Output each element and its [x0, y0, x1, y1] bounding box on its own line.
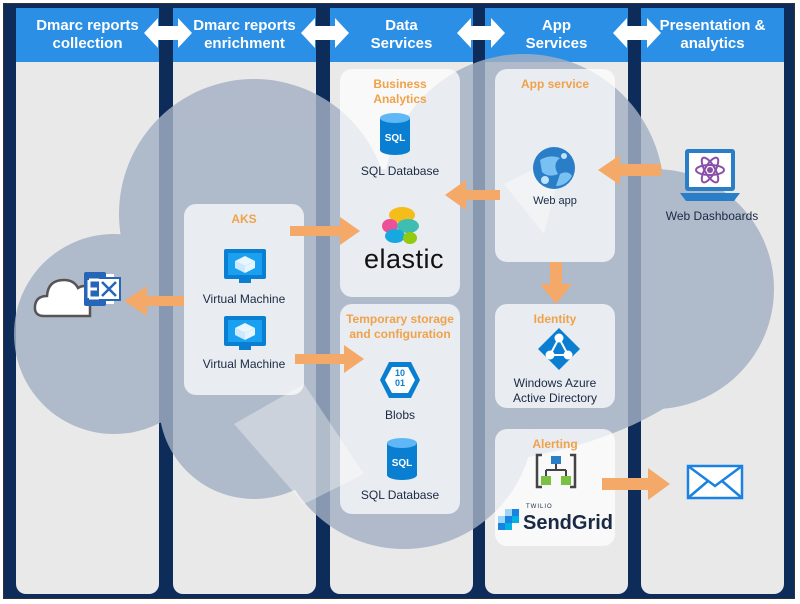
arrow-aks-to-elastic [290, 217, 360, 245]
card-title-app-service: App service [520, 77, 590, 91]
connector-arrow [301, 18, 349, 48]
column-title: Presentation & analytics [659, 17, 766, 52]
elastic-logo-icon [382, 207, 419, 244]
column-header-app-services: App Services [485, 8, 628, 62]
sql-badge: SQL [385, 133, 406, 144]
sql-database-icon: SQL [387, 438, 417, 480]
vm-label: Virtual Machine [202, 357, 286, 371]
twilio-wordmark: TWILIO [526, 504, 553, 510]
connector-arrow [613, 18, 661, 48]
arrow-alerting-to-email [602, 468, 670, 500]
column-title: Data Services [370, 17, 433, 52]
sql-database-label: SQL Database [360, 164, 440, 178]
virtual-machine-icon [224, 249, 266, 283]
arrow-vm-to-blobs [295, 345, 364, 373]
exchange-cloud-icon [33, 272, 121, 318]
blobs-label: Blobs [384, 408, 416, 422]
active-directory-icon [538, 328, 580, 370]
vm-label: Virtual Machine [202, 292, 286, 306]
blobs-badge: 10 01 [394, 368, 405, 388]
flow-arrows [124, 155, 670, 500]
card-business-analytics: Business Analytics [340, 69, 460, 297]
web-dashboard-icon [680, 149, 740, 201]
connector-arrow [144, 18, 192, 48]
card-alerting: Alerting [495, 429, 615, 546]
sendgrid-logo-icon [498, 509, 519, 530]
blobs-icon [380, 362, 420, 398]
column-header-presentation: Presentation & analytics [641, 8, 784, 62]
diagram-frame: Dmarc reports collection Dmarc reports e… [3, 3, 795, 599]
card-title-business-analytics: Business Analytics [373, 77, 427, 106]
connector-arrow [457, 18, 505, 48]
column-title: Dmarc reports collection [36, 17, 139, 52]
header-connectors [144, 18, 661, 48]
card-title-aks: AKS [231, 212, 257, 226]
card-title-temp-storage: Temporary storage and configuration [346, 312, 454, 341]
sql-database-label: SQL Database [360, 488, 440, 502]
column-title: Dmarc reports enrichment [193, 17, 296, 52]
web-app-icon [533, 147, 575, 189]
web-dashboards-label: Web Dashboards [665, 209, 759, 223]
card-title-alerting: Alerting [532, 437, 578, 451]
sendgrid-wordmark: SendGrid [523, 512, 614, 534]
logic-app-icon [535, 453, 577, 489]
web-app-label: Web app [533, 195, 577, 207]
arrow-webapp-to-identity [540, 262, 572, 304]
card-title-identity: Identity [533, 312, 577, 326]
column-header-enrichment: Dmarc reports enrichment [173, 8, 316, 62]
elastic-wordmark: elastic [364, 244, 445, 274]
sql-database-icon: SQL [380, 113, 410, 155]
arrow-aks-to-exchange [124, 286, 184, 316]
email-icon [686, 464, 744, 500]
active-directory-label: Windows Azure Active Directory [512, 376, 598, 405]
column-header-data-services: Data Services [330, 8, 473, 62]
card-aks: AKS [184, 204, 304, 395]
column-header-collection: Dmarc reports collection [16, 8, 159, 62]
sql-badge: SQL [392, 458, 413, 469]
virtual-machine-icon [224, 316, 266, 350]
column-title: App Services [525, 17, 588, 52]
arrow-dashboard-to-webapp [598, 155, 661, 185]
arrow-webapp-to-elastic [445, 180, 500, 210]
